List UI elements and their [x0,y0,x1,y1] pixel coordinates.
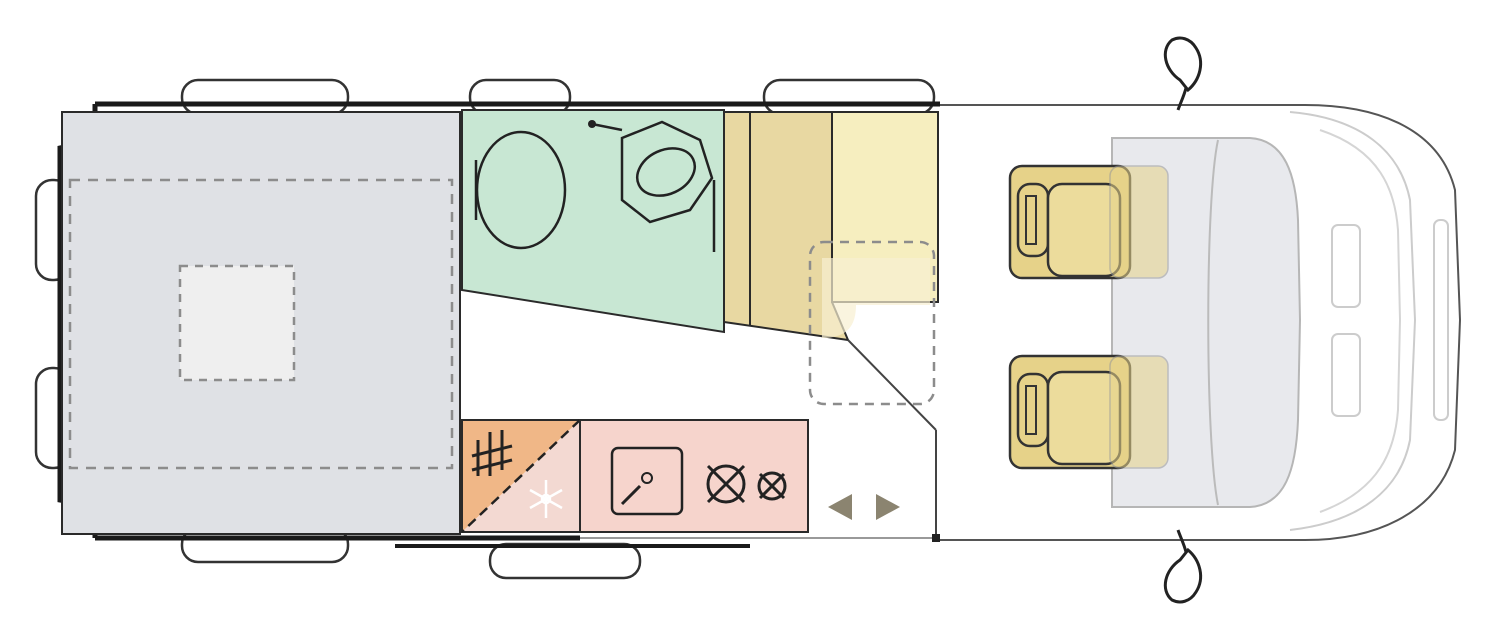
gas-burner-icon [757,471,787,501]
cab-vent-bottom [1331,333,1361,417]
sink-tap [620,484,642,506]
mirrors [1163,36,1203,604]
seat-armrest [1016,372,1050,448]
wardrobe-zone [723,111,940,542]
toilet-icon [475,130,567,250]
dashboard-curve [1207,139,1219,506]
seat-armrest-inner [1025,385,1037,435]
washroom-pipe [591,122,623,132]
roof-hatch [178,264,296,382]
heater-fridge-split [461,419,581,533]
seat-armrest [1016,182,1050,258]
window-top-washroom [468,78,572,116]
window-top-rear [180,78,350,116]
mirror-arm-bottom [1176,529,1188,553]
gas-burner-icon [706,464,746,504]
bonnet-line-1 [1289,111,1417,531]
seat-armrest-inner [1025,195,1037,245]
mirror-icon [1163,36,1203,93]
mirror-arm-top [1176,87,1188,111]
shower-icon [588,120,596,128]
seat-cushion [1046,370,1122,466]
wardrobe-light [831,111,939,303]
entrance-post-foot [932,534,940,542]
mirror-icon [1163,547,1203,604]
entrance-angle [847,339,937,431]
heater-icon [471,430,513,476]
cab-seat-driver [1008,164,1132,280]
sliding-door-arrows-icon [828,494,900,520]
kitchen-zone [461,419,809,533]
bonnet-line-2 [1319,129,1402,513]
window-bottom-kitchen [488,542,642,580]
cab-grille [1433,219,1449,421]
cab-vent-top [1331,224,1361,308]
rear-bed-zone [61,111,461,535]
headrest-passenger [1109,355,1169,469]
headrest-driver [1109,165,1169,279]
washbasin-bowl [636,147,696,197]
window-top-wardrobe [762,78,936,116]
seat-cushion [1046,182,1122,278]
swivel-table [808,240,936,406]
mattress-outline [68,178,454,470]
sink-drain [641,472,653,484]
table-top [822,258,930,338]
washbasin-icon [620,120,714,224]
snowflake-icon [529,480,563,518]
cab-seat-passenger [1008,354,1132,470]
washroom-zone [461,109,725,334]
